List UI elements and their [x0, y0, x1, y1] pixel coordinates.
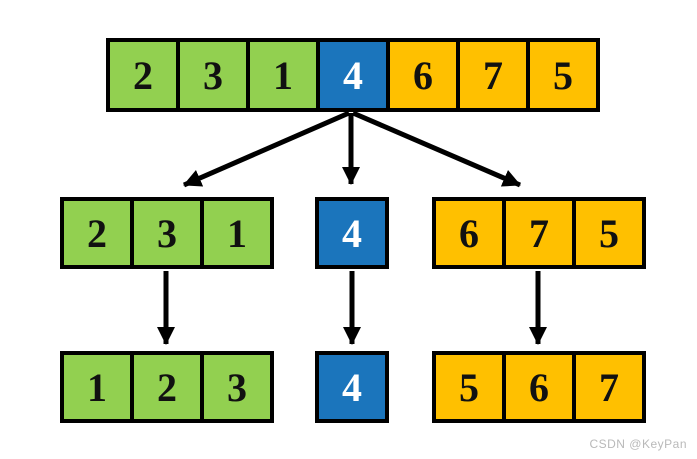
array-cell: 5: [432, 351, 506, 423]
array-cell-pivot: 4: [316, 38, 390, 112]
array-cell: 2: [60, 197, 134, 269]
array-cell: 5: [572, 197, 646, 269]
array-cell: 3: [200, 351, 274, 423]
array-cell: 7: [456, 38, 530, 112]
array-cell: 7: [572, 351, 646, 423]
array-cell: 1: [200, 197, 274, 269]
array-cell: 6: [386, 38, 460, 112]
array-cell: 3: [176, 38, 250, 112]
array-cell: 3: [130, 197, 204, 269]
array-cell: 5: [526, 38, 600, 112]
array-cell: 7: [502, 197, 576, 269]
array-cell: 6: [432, 197, 506, 269]
array-cell-pivot: 4: [315, 351, 389, 423]
array-middle-left: 2 3 1: [60, 197, 274, 269]
array-middle-pivot: 4: [315, 197, 389, 269]
watermark-text: CSDN @KeyPan: [589, 437, 687, 451]
array-cell-pivot: 4: [315, 197, 389, 269]
array-cell: 6: [502, 351, 576, 423]
array-top: 2 3 1 4 6 7 5: [106, 38, 600, 112]
array-cell: 2: [130, 351, 204, 423]
array-cell: 2: [106, 38, 180, 112]
arrow-pivot-to-right-subarray: [352, 110, 521, 188]
array-bottom-right-sorted: 5 6 7: [432, 351, 646, 423]
array-cell: 1: [60, 351, 134, 423]
arrow-pivot-to-left-subarray: [183, 110, 350, 188]
array-bottom-pivot: 4: [315, 351, 389, 423]
array-middle-right: 6 7 5: [432, 197, 646, 269]
array-cell: 1: [246, 38, 320, 112]
array-bottom-left-sorted: 1 2 3: [60, 351, 274, 423]
